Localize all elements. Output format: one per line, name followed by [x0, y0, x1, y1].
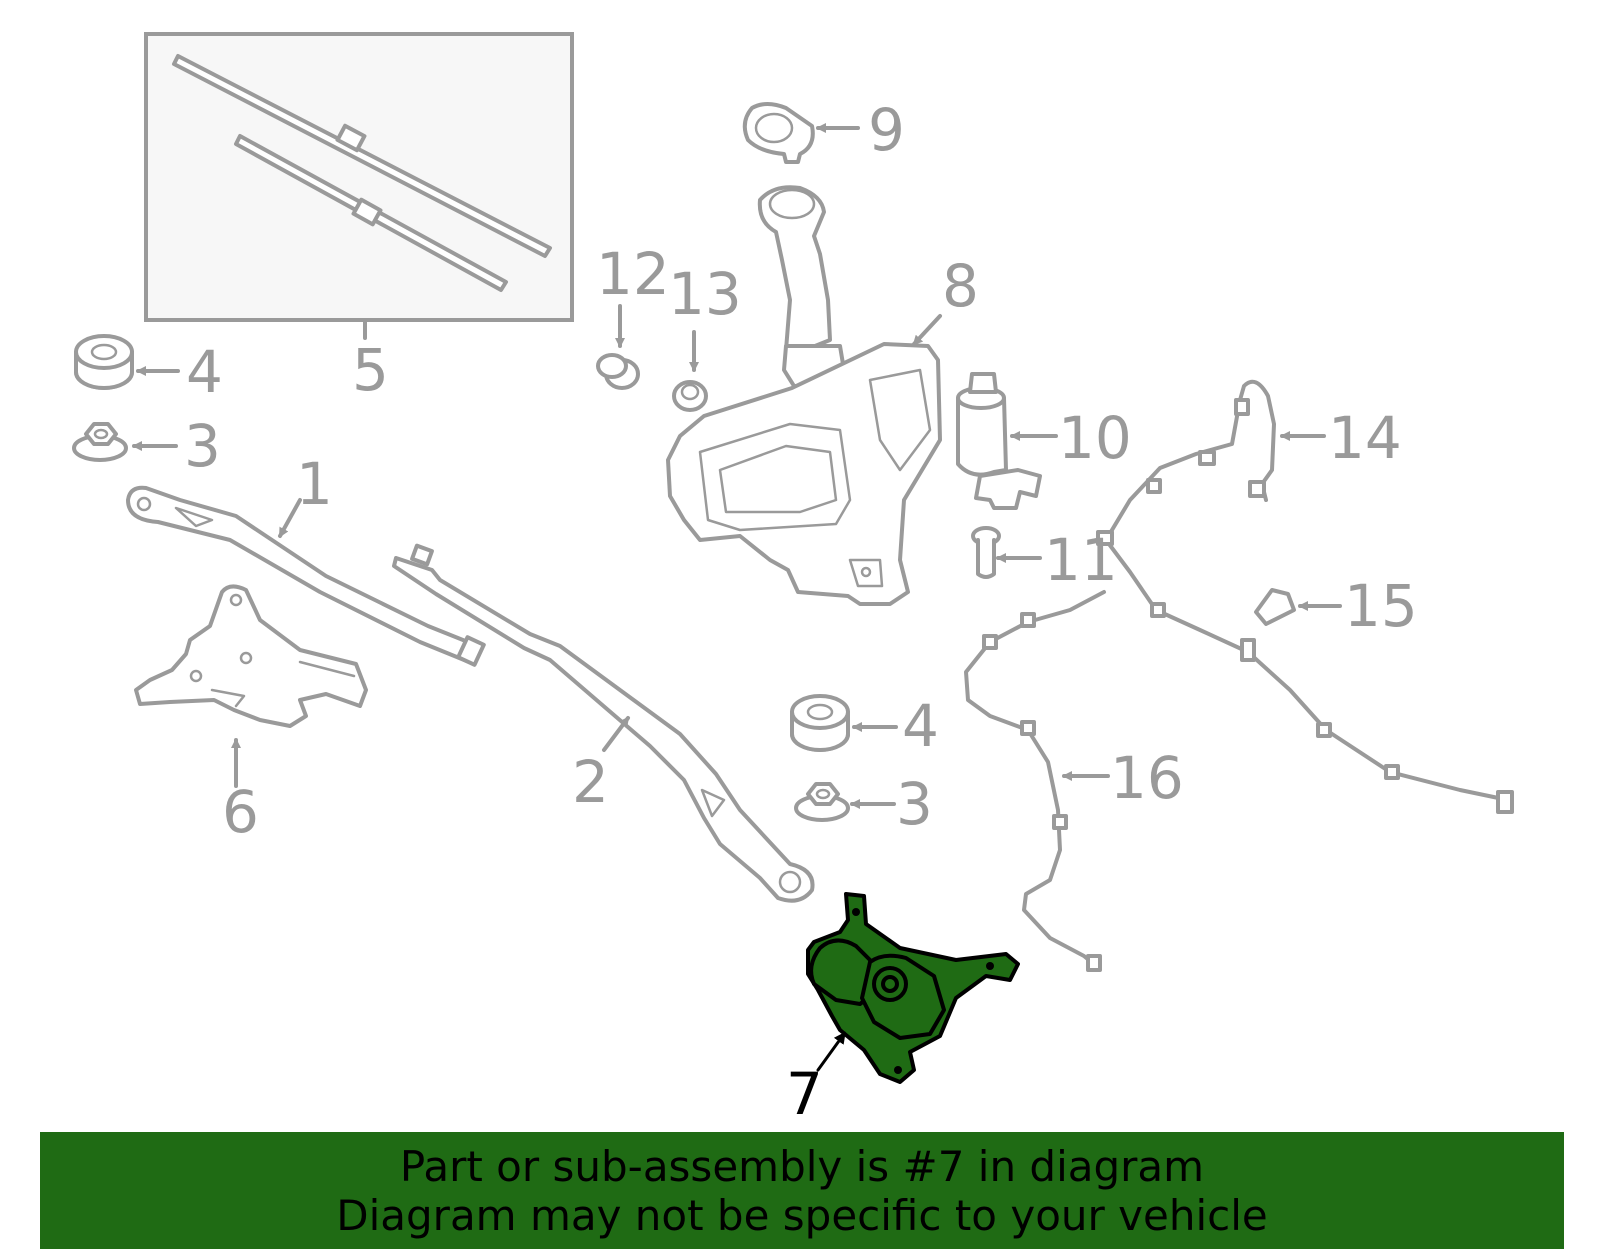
hose-14: [1104, 379, 1326, 542]
banner-line-disclaimer: Diagram may not be specific to your vehi…: [336, 1191, 1268, 1240]
callout-14: 14: [1328, 404, 1402, 472]
callout-13: 13: [668, 260, 742, 328]
callout-1: 1: [296, 450, 333, 518]
callout-8: 8: [942, 252, 979, 320]
callout-10: 10: [1058, 404, 1132, 472]
callout-6: 6: [222, 778, 259, 846]
linkage-bracket: [134, 584, 368, 788]
callout-11: 11: [1044, 526, 1118, 594]
nut-lower: [794, 782, 896, 822]
washer-reservoir: [666, 185, 942, 606]
wiper-arm-1: [126, 485, 486, 667]
callout-15: 15: [1344, 572, 1418, 640]
plug-13: [672, 330, 708, 412]
nut-upper: [72, 422, 178, 462]
callout-4-lower: 4: [902, 692, 939, 760]
callout-2: 2: [572, 748, 609, 816]
callout-4-upper: 4: [186, 338, 223, 406]
grommet-upper: [74, 334, 180, 390]
clip-12: [596, 304, 640, 390]
wiper-arm-2: [392, 543, 815, 903]
callout-5: 5: [352, 336, 389, 404]
callout-3-lower: 3: [896, 770, 933, 838]
callout-3-upper: 3: [184, 412, 221, 480]
hose-16: [964, 590, 1110, 972]
hose-main: [1096, 478, 1514, 814]
callout-9: 9: [868, 96, 905, 164]
callout-12: 12: [596, 240, 670, 308]
wiper-motor-7: [806, 892, 1020, 1084]
washer-pump: [956, 372, 1058, 510]
washer-nozzle: [1254, 588, 1342, 626]
wiper-blade-set: [144, 32, 574, 340]
banner-line-part: Part or sub-assembly is #7 in diagram: [399, 1142, 1205, 1191]
bolt-11: [971, 526, 1042, 579]
callout-16: 16: [1110, 744, 1184, 812]
callout-7: 7: [786, 1060, 823, 1128]
info-banner: Part or sub-assembly is #7 in diagram Di…: [40, 1132, 1564, 1249]
reservoir-cap: [742, 102, 860, 164]
grommet-lower: [790, 694, 898, 752]
